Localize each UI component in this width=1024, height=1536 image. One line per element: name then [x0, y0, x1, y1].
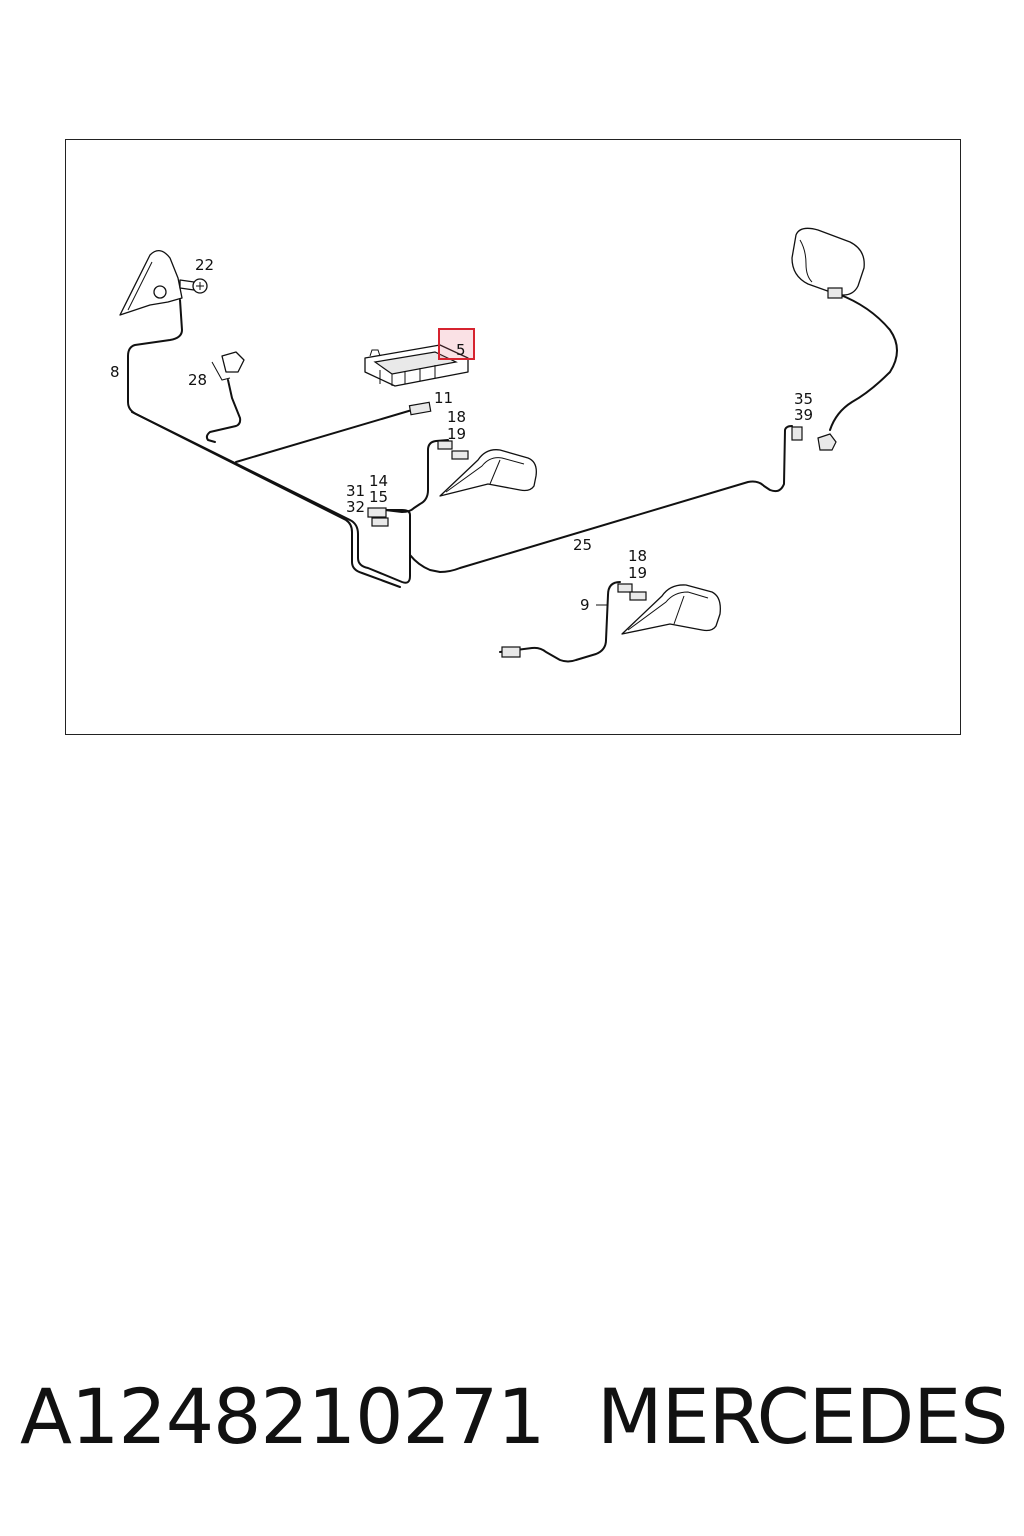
callout-18-upper: 18	[447, 408, 466, 426]
callout-11: 11	[434, 389, 453, 407]
callout-14: 14	[369, 472, 388, 490]
callout-25: 25	[573, 536, 592, 554]
callout-5: 5	[456, 341, 466, 359]
connector-18-19-lower	[617, 583, 647, 601]
screw-22	[179, 278, 208, 294]
connector-14-15-31-32	[367, 507, 389, 527]
connector-18-19-upper	[437, 440, 469, 460]
callout-39: 39	[794, 406, 813, 424]
callout-32: 32	[346, 498, 365, 516]
callout-19-upper: 19	[447, 425, 466, 443]
callout-15: 15	[369, 488, 388, 506]
callout-9: 9	[580, 596, 590, 614]
callout-35: 35	[794, 390, 813, 408]
wiring-harness	[127, 293, 898, 663]
callout-19-lower: 19	[628, 564, 647, 582]
diagram-frame	[65, 139, 961, 735]
mirror-upper-right	[439, 449, 537, 497]
callout-28: 28	[188, 371, 207, 389]
part-number: A1248210271	[20, 1372, 546, 1461]
handle-plug	[817, 433, 837, 451]
bracket-28	[211, 351, 245, 381]
highlight-box	[438, 328, 475, 360]
handle-housing	[791, 227, 865, 299]
left-exterior-mirror	[119, 250, 183, 316]
connector-9-end	[501, 646, 521, 658]
brand-name: MERCEDES	[597, 1372, 1008, 1461]
switch-module-5	[364, 344, 469, 387]
mirror-lower	[621, 584, 721, 635]
callout-8: 8	[110, 363, 120, 381]
caption: A1248210271 MERCEDES	[0, 1372, 1024, 1472]
callout-22: 22	[195, 256, 214, 274]
callout-31: 31	[346, 482, 365, 500]
connector-11	[408, 401, 432, 416]
callout-18-lower: 18	[628, 547, 647, 565]
connector-35-39	[791, 426, 803, 441]
